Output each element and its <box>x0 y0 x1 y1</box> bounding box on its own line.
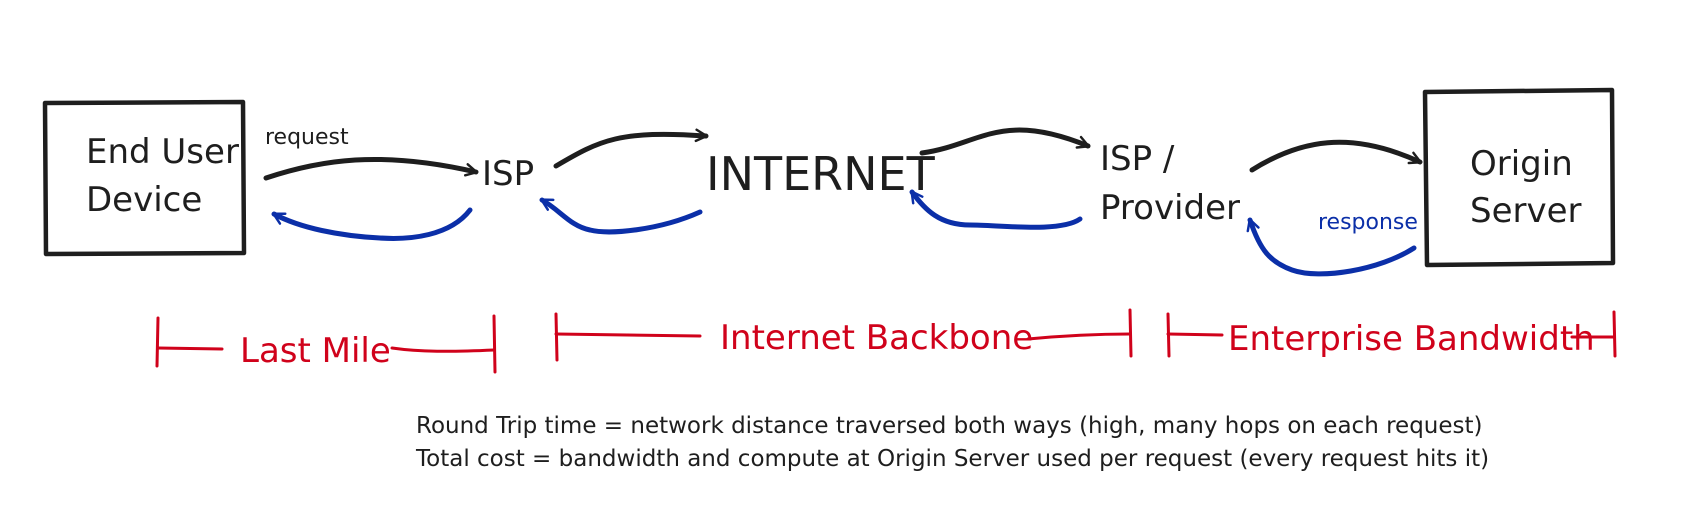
segment-enterprise-bandwidth: Enterprise Bandwidth <box>1166 310 1617 359</box>
request-arrow-device-to-isp <box>263 156 479 181</box>
request-arrow-isp-to-internet <box>553 128 709 169</box>
last-mile-left-bar <box>155 316 160 368</box>
response-label: response <box>1318 210 1418 235</box>
response-arrow-isp-to-device <box>271 207 473 241</box>
response-arrow-provider-to-internet <box>909 189 1083 230</box>
origin-server-label-line1: Origin <box>1470 144 1573 184</box>
last-mile-right-line <box>390 346 496 353</box>
total-cost-note: Total cost = bandwidth and compute at Or… <box>415 446 1489 472</box>
origin-server-node: Origin Server <box>1422 87 1616 268</box>
request-label: request <box>265 125 349 150</box>
segment-internet-backbone: Internet Backbone <box>554 308 1133 362</box>
enterprise-bandwidth-label: Enterprise Bandwidth <box>1228 319 1595 359</box>
internet-backbone-right-bar <box>1128 308 1133 358</box>
last-mile-label: Last Mile <box>240 331 391 371</box>
end-user-device-label-line2: Device <box>86 180 202 220</box>
internet-backbone-label: Internet Backbone <box>720 318 1033 358</box>
round-trip-note: Round Trip time = network distance trave… <box>416 413 1483 439</box>
response-arrow-internet-to-isp <box>539 197 703 235</box>
request-arrow-provider-to-origin <box>1249 139 1423 173</box>
end-user-device-label-line1: End User <box>86 132 239 172</box>
end-user-device-box <box>42 99 247 257</box>
internet-backbone-left-line <box>554 332 702 338</box>
internet-backbone-right-line <box>1026 332 1132 341</box>
internet-backbone-left-bar <box>554 312 559 362</box>
isp-provider-label-line2: Provider <box>1100 188 1240 228</box>
request-arrow-internet-to-provider <box>919 127 1091 156</box>
isp-provider-label-line1: ISP / <box>1100 139 1175 179</box>
origin-server-label-line2: Server <box>1470 191 1582 231</box>
last-mile-left-line <box>156 346 224 351</box>
segment-last-mile: Last Mile <box>155 314 497 374</box>
response-arrow-origin-to-provider <box>1246 217 1417 277</box>
enterprise-bandwidth-left-line <box>1166 332 1224 337</box>
end-user-device-node: End User Device <box>42 99 247 257</box>
enterprise-bandwidth-right-bar <box>1612 310 1617 358</box>
internet-label: INTERNET <box>706 147 936 201</box>
last-mile-right-bar <box>492 314 497 374</box>
isp-label: ISP <box>482 154 534 194</box>
origin-server-box <box>1422 87 1616 268</box>
